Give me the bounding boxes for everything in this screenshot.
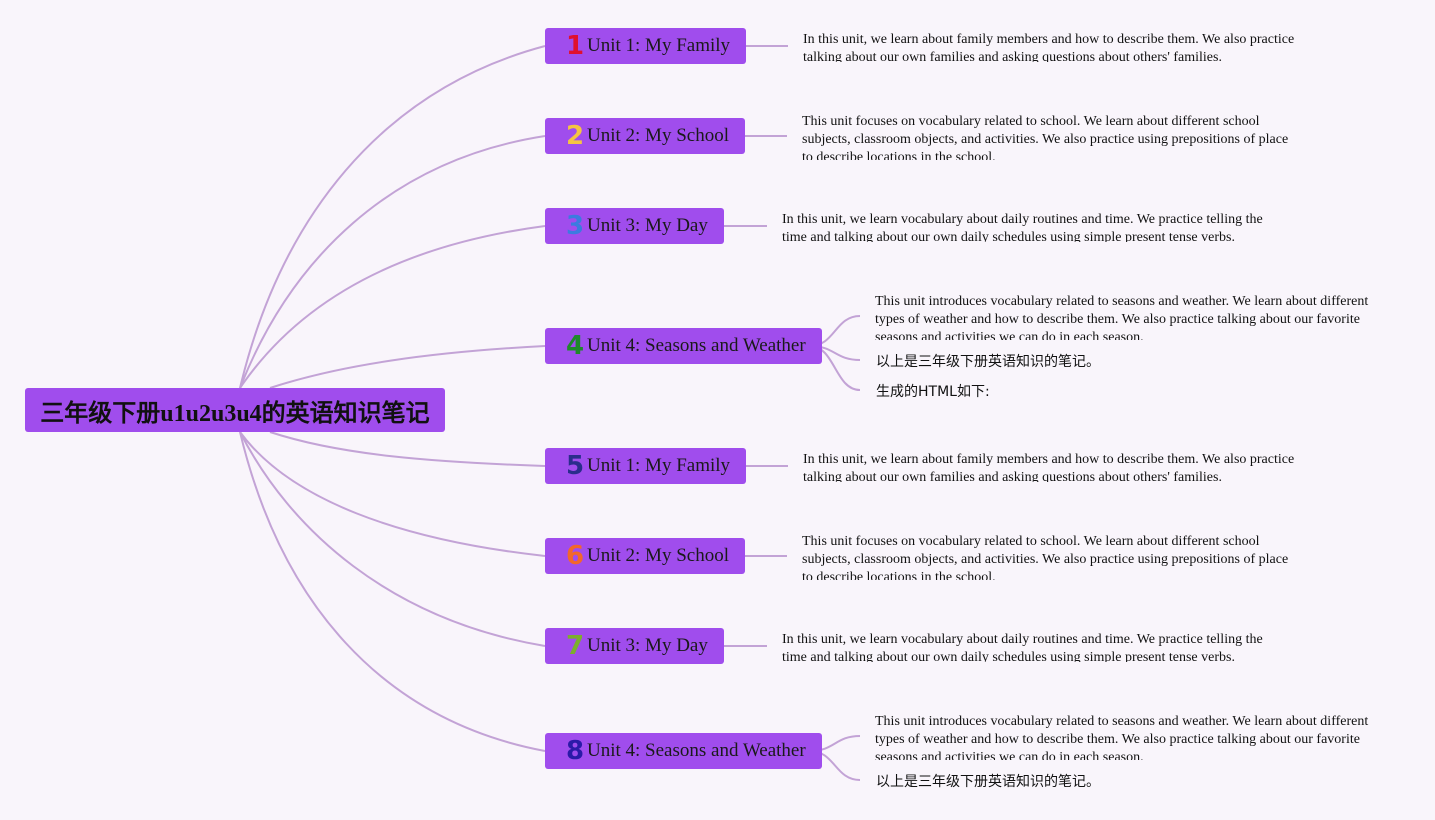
branch-link-1	[239, 45, 546, 389]
number-3-icon: 3	[565, 211, 585, 241]
unit-description-3: In this unit, we learn vocabulary about …	[782, 212, 1263, 242]
unit-label: Unit 2: My School	[587, 545, 729, 566]
unit-4-note: 以上是三年级下册英语知识的笔记。	[876, 354, 1100, 370]
unit-description-6: This unit focuses on vocabulary related …	[802, 534, 1289, 580]
number-5-icon: 5	[565, 451, 585, 481]
unit-node-6[interactable]: 6 Unit 2: My School	[545, 538, 745, 574]
unit-description-4: This unit introduces vocabulary related …	[875, 294, 1369, 340]
number-8-icon: 8	[565, 736, 585, 766]
unit-node-8[interactable]: 8 Unit 4: Seasons and Weather	[545, 733, 822, 769]
unit-description-1: In this unit, we learn about family memb…	[803, 32, 1295, 62]
unit-8-note: 以上是三年级下册英语知识的笔记。	[876, 774, 1100, 790]
number-4-icon: 4	[565, 331, 585, 361]
branch-link-3	[239, 225, 546, 389]
branch-link-5	[269, 431, 546, 467]
unit-description-5: In this unit, we learn about family memb…	[803, 452, 1295, 482]
unit-label: Unit 2: My School	[587, 125, 729, 146]
branch-link-6	[239, 431, 546, 557]
unit-label: Unit 4: Seasons and Weather	[587, 335, 806, 356]
unit-node-7[interactable]: 7 Unit 3: My Day	[545, 628, 724, 664]
branch-link-4	[269, 345, 546, 389]
number-7-icon: 7	[565, 631, 585, 661]
unit-description-8: This unit introduces vocabulary related …	[875, 714, 1369, 760]
branch-link-8	[239, 431, 546, 752]
unit-label: Unit 4: Seasons and Weather	[587, 740, 806, 761]
unit-description-7: In this unit, we learn vocabulary about …	[782, 632, 1263, 662]
unit-label: Unit 3: My Day	[587, 215, 708, 236]
unit-label: Unit 1: My Family	[587, 35, 731, 56]
branch-link-7	[239, 431, 546, 647]
root-node[interactable]: 三年级下册u1u2u3u4的英语知识笔记	[25, 388, 445, 432]
unit-label: Unit 1: My Family	[587, 455, 731, 476]
unit-node-1[interactable]: 1 Unit 1: My Family	[545, 28, 747, 64]
unit-node-4[interactable]: 4 Unit 4: Seasons and Weather	[545, 328, 822, 364]
unit-node-3[interactable]: 3 Unit 3: My Day	[545, 208, 724, 244]
number-1-icon: 1	[565, 31, 585, 61]
unit-description-2: This unit focuses on vocabulary related …	[802, 114, 1289, 160]
number-2-icon: 2	[565, 121, 585, 151]
number-6-icon: 6	[565, 541, 585, 571]
unit-node-2[interactable]: 2 Unit 2: My School	[545, 118, 745, 154]
root-title: 三年级下册u1u2u3u4的英语知识笔记	[40, 400, 430, 427]
unit-node-5[interactable]: 5 Unit 1: My Family	[545, 448, 747, 484]
unit-label: Unit 3: My Day	[587, 635, 708, 656]
branch-link-2	[239, 135, 546, 389]
unit-4-note: 生成的HTML如下:	[876, 384, 990, 400]
